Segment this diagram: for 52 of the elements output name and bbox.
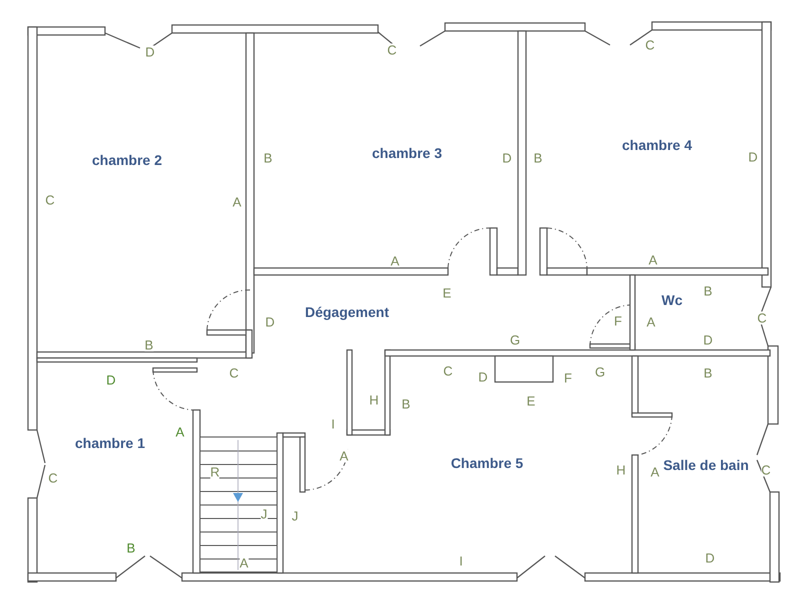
wall-letter: D	[478, 370, 488, 384]
room-name: chambre 1	[74, 435, 146, 451]
wall-letter: B	[704, 366, 712, 380]
wall-letter: B	[144, 338, 154, 352]
wall-letter: C	[387, 44, 397, 56]
wall-letter: D	[265, 316, 275, 328]
wall-letter: D	[703, 334, 713, 346]
wall-letter: A	[648, 254, 658, 266]
wall-letter: D	[106, 374, 116, 386]
wall-letter: C	[443, 364, 453, 378]
wall-letter: R	[210, 466, 220, 478]
wall-letter: F	[564, 372, 572, 384]
wall-letter: A	[232, 196, 242, 208]
wall-letter: A	[340, 450, 348, 462]
room-name: Chambre 5	[450, 455, 524, 471]
wall-letter: E	[526, 394, 536, 408]
wall-letter: B	[264, 152, 272, 164]
room-name: Dégagement	[304, 304, 390, 320]
wall-letter: B	[126, 542, 136, 554]
room-name: Wc	[662, 292, 682, 308]
wall-letter: C	[229, 366, 239, 380]
wall-letter: G	[510, 334, 520, 346]
room-name: chambre 4	[622, 137, 692, 153]
wall-letter: C	[761, 464, 771, 476]
wall-letter: I	[459, 554, 463, 568]
wall-letter: B	[534, 152, 542, 164]
wall-letter: J	[260, 508, 268, 520]
wall-letter: B	[402, 398, 410, 410]
wall-letter: E	[442, 286, 452, 300]
wall-letter: D	[145, 46, 155, 58]
wall-letter: A	[240, 556, 248, 570]
wall-letter: D	[705, 552, 715, 564]
wall-letter: A	[646, 316, 656, 328]
room-name: chambre 2	[92, 152, 162, 168]
room-name: Salle de bain	[663, 457, 749, 473]
wall-letter: C	[757, 312, 767, 324]
room-name: chambre 3	[372, 145, 442, 161]
wall-letter: H	[616, 464, 626, 476]
wall-letter: F	[614, 314, 622, 328]
wall-letter: D	[748, 150, 758, 164]
wall-letter: G	[594, 366, 606, 378]
wall-letter: A	[176, 426, 184, 438]
wall-letter: I	[331, 418, 335, 430]
wall-letter: C	[645, 38, 655, 52]
wall-letter: B	[704, 284, 712, 298]
wall-letter: C	[48, 472, 58, 484]
wall-letter: A	[650, 466, 660, 478]
wall-letter: D	[502, 152, 512, 164]
wall-letter: H	[369, 394, 379, 406]
wall-letter: A	[390, 254, 400, 268]
wall-letter: C	[45, 194, 55, 206]
wall-letter: J	[292, 510, 298, 522]
